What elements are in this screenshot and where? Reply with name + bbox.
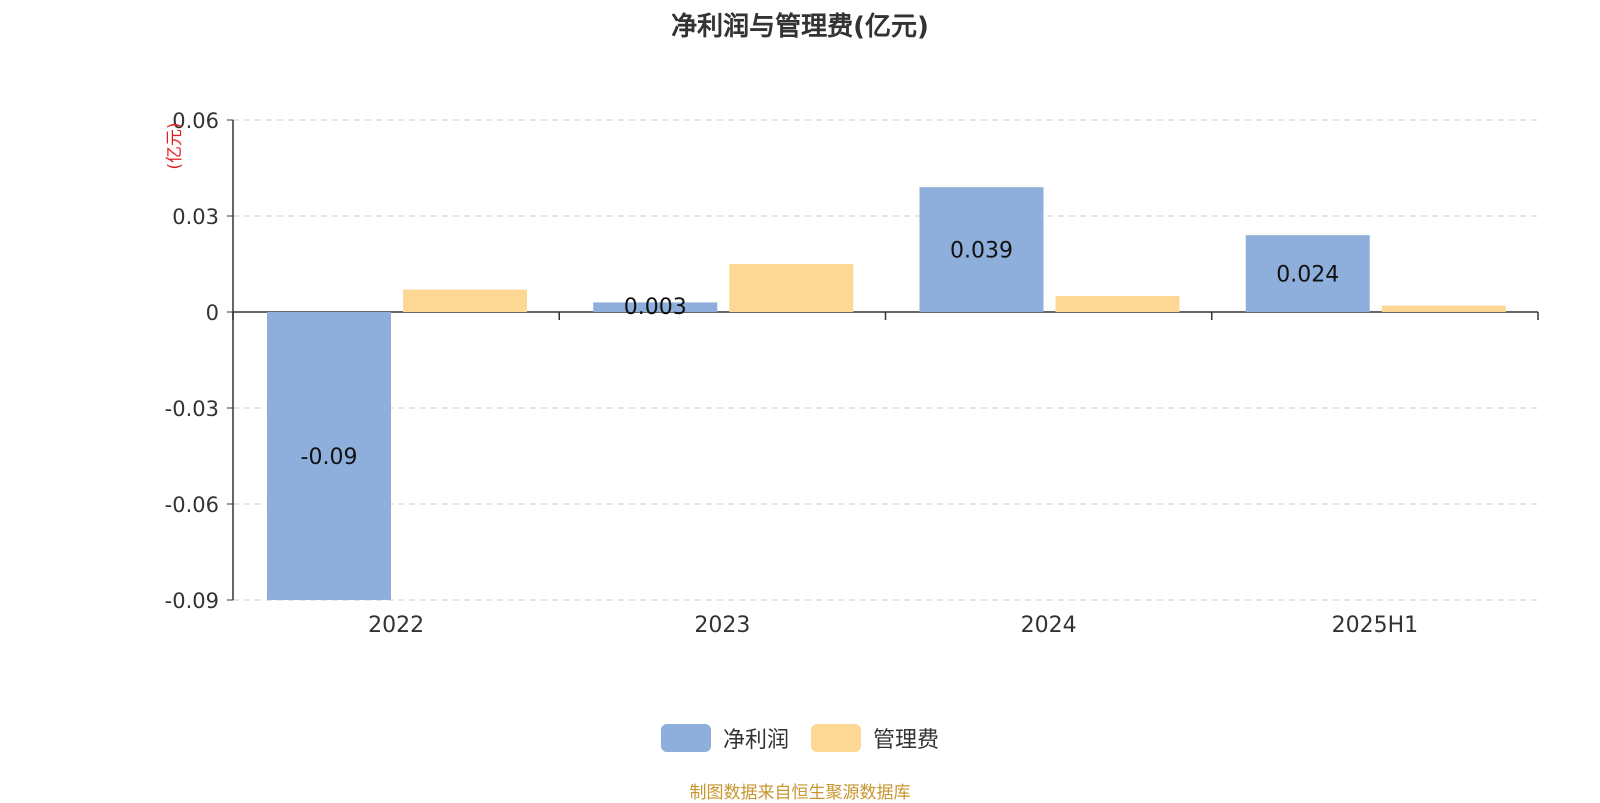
y-tick-label: 0.03 — [172, 205, 219, 229]
y-tick-label: -0.06 — [165, 493, 219, 517]
y-axis-unit-label: (亿元) — [165, 122, 185, 169]
data-label: 0.024 — [1276, 263, 1339, 288]
legend-item-admin-expense[interactable]: 管理费 — [811, 722, 939, 754]
data-label: 0.039 — [950, 239, 1013, 264]
y-tick-label: 0 — [206, 301, 219, 325]
legend-swatch-admin-expense — [811, 724, 861, 752]
x-tick-label: 2024 — [1021, 613, 1077, 638]
bar-admin-expense — [403, 289, 527, 312]
y-tick-label: -0.03 — [165, 397, 219, 421]
legend-label-admin-expense: 管理费 — [873, 728, 940, 753]
bar-net-profit — [267, 312, 391, 600]
bar-admin-expense — [729, 264, 854, 312]
legend-item-net-profit[interactable]: 净利润 — [660, 722, 789, 754]
bar-admin-expense — [1381, 305, 1506, 312]
data-label: -0.09 — [301, 445, 358, 470]
data-label: 0.003 — [624, 295, 687, 320]
y-tick-label: -0.09 — [165, 589, 219, 613]
x-tick-label: 2025H1 — [1332, 613, 1419, 638]
legend: 净利润 管理费 — [0, 722, 1600, 754]
bar-net-profit — [593, 302, 718, 312]
data-source-note: 制图数据来自恒生聚源数据库 — [689, 783, 911, 803]
bar-net-profit — [1245, 235, 1370, 312]
bar-admin-expense — [1055, 296, 1180, 312]
legend-swatch-net-profit — [660, 724, 711, 752]
y-tick-label: 0.06 — [172, 109, 219, 133]
bar-net-profit — [919, 187, 1044, 312]
legend-label-net-profit: 净利润 — [722, 728, 789, 753]
x-tick-label: 2022 — [368, 613, 424, 638]
chart-title: 净利润与管理费(亿元) — [671, 12, 929, 42]
x-tick-label: 2023 — [694, 613, 750, 638]
